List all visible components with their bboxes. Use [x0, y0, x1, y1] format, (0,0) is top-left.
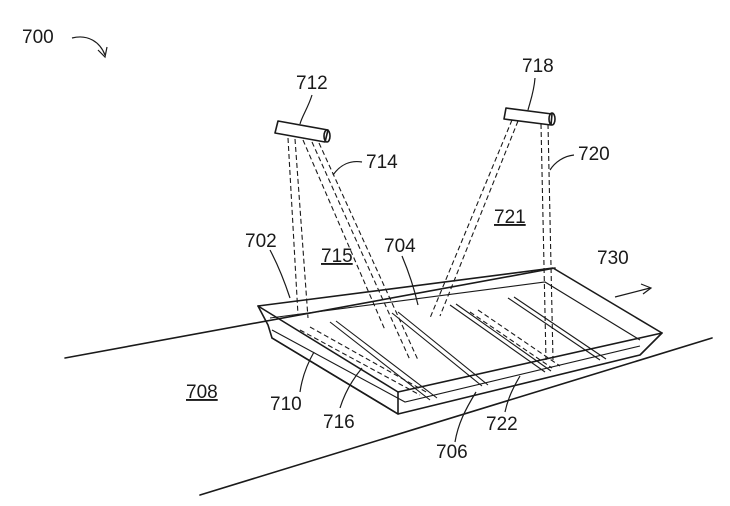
beam-718-right-a	[541, 124, 546, 360]
label-721: 721	[494, 207, 526, 228]
label-710: 710	[270, 394, 302, 415]
label-702: 702	[245, 231, 277, 252]
sensor-712	[275, 121, 330, 142]
label-715: 715	[321, 246, 353, 267]
leader-712	[300, 95, 312, 124]
surface-lower-edge	[200, 338, 712, 495]
leader-704	[402, 256, 418, 305]
label-700: 700	[22, 27, 54, 48]
strip-dash-4	[478, 310, 560, 366]
label-718: 718	[522, 56, 554, 77]
label-704: 704	[384, 236, 416, 257]
leader-710	[300, 352, 314, 392]
leader-718	[528, 78, 535, 110]
label-714: 714	[366, 152, 398, 173]
label-720: 720	[578, 144, 610, 165]
tray-inner-edge	[270, 282, 640, 340]
leader-722	[505, 376, 520, 412]
label-712: 712	[296, 73, 328, 94]
sensor-718	[504, 108, 555, 125]
leader-716	[340, 368, 362, 408]
label-716: 716	[323, 412, 355, 433]
label-708: 708	[186, 382, 218, 403]
label-706: 706	[436, 442, 468, 463]
leader-720	[550, 155, 574, 170]
divider-3b	[456, 304, 551, 371]
label-722: 722	[486, 414, 518, 435]
strip-dash-3	[470, 312, 552, 368]
leader-714	[333, 162, 362, 175]
divider-4b	[514, 297, 606, 359]
tray-rim	[258, 268, 662, 392]
tray-inner-floor	[272, 330, 640, 402]
divider-3	[450, 305, 545, 372]
leader-702	[270, 250, 290, 298]
leader-700-arrow	[98, 47, 107, 57]
label-730: 730	[597, 248, 629, 269]
beam-718-right-b	[548, 124, 553, 360]
